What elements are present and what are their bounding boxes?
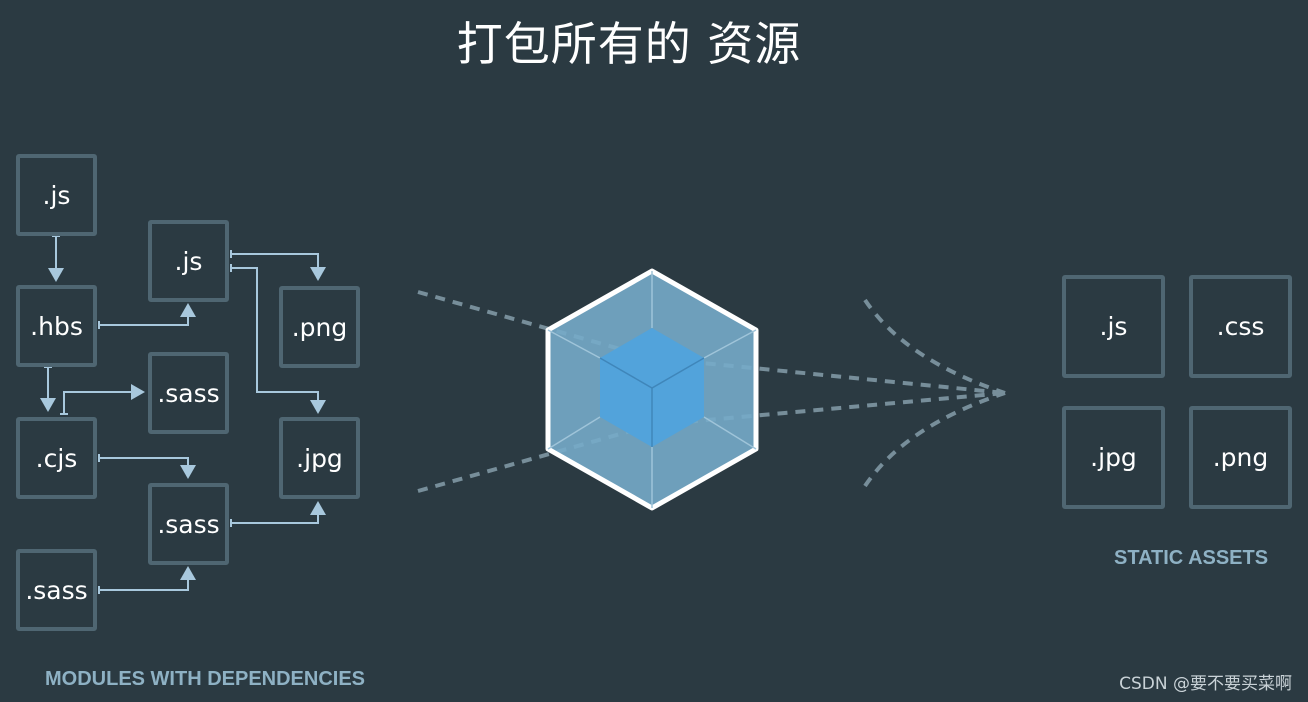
asset-png: .png	[1189, 406, 1292, 509]
arrow-cjs-to-sass	[63, 384, 145, 414]
modules-caption: MODULES WITH DEPENDENCIES	[45, 668, 366, 690]
arrow-sass-to-jpg	[231, 501, 326, 524]
asset-js: .js	[1062, 275, 1165, 378]
page-title: 打包所有的 资源	[456, 17, 802, 71]
arrow-js-to-png	[231, 253, 326, 281]
module-png: .png	[279, 286, 360, 368]
module-hbs: .hbs	[16, 285, 97, 367]
module-cjs: .cjs	[16, 417, 97, 499]
module-sass-lower: .sass	[148, 483, 229, 565]
webpack-cube-icon	[545, 268, 759, 511]
dependency-arrows	[40, 236, 326, 591]
module-sass-upper: .sass	[148, 352, 229, 434]
arrow-hbs-to-js	[99, 303, 196, 326]
module-js-center: .js	[148, 220, 229, 302]
arrow-cjs-to-sass-2	[99, 457, 196, 479]
module-jpg: .jpg	[279, 417, 360, 499]
arrow-js-to-jpg	[231, 267, 326, 414]
arrow-tails	[44, 235, 232, 594]
watermark: CSDN @要不要买菜啊	[1119, 674, 1292, 694]
asset-jpg: .jpg	[1062, 406, 1165, 509]
module-js-top: .js	[16, 154, 97, 236]
asset-css: .css	[1189, 275, 1292, 378]
module-sass-bottom: .sass	[16, 549, 97, 631]
arrow-sass-to-sass	[99, 566, 196, 591]
assets-caption: STATIC ASSETS	[1114, 547, 1269, 569]
